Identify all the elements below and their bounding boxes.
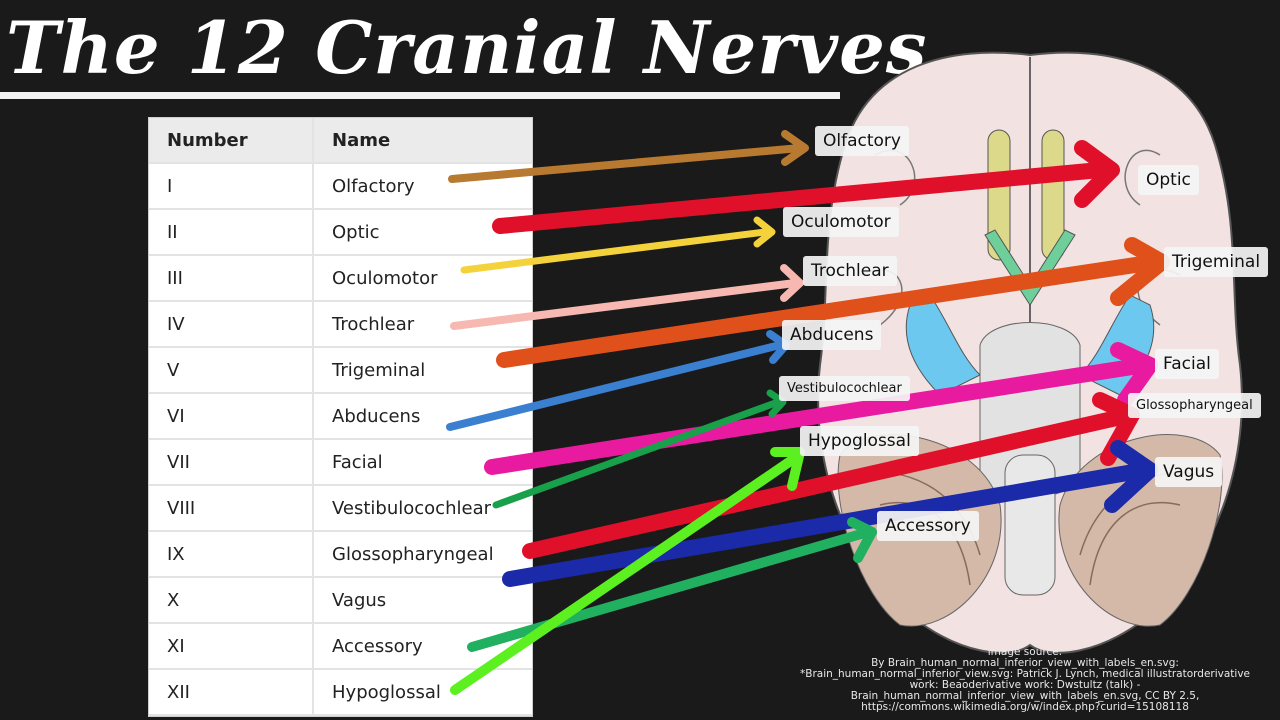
nerve-number: III — [149, 255, 314, 302]
arrow-vagus — [502, 462, 1153, 587]
arrow-olfactory — [448, 144, 804, 183]
nerve-number: II — [149, 209, 314, 256]
arrowhead-accessory — [847, 517, 877, 563]
nerve-number: VI — [149, 393, 314, 440]
nerve-name: Glossopharyngeal — [313, 531, 532, 578]
label-vestibulocochlear: Vestibulocochlear — [779, 376, 910, 401]
arrow-trigeminal — [496, 254, 1163, 368]
header-name: Name — [313, 118, 532, 164]
label-olfactory: Olfactory — [815, 126, 909, 156]
arrow-trochlear — [450, 279, 799, 330]
label-hypoglossal: Hypoglossal — [800, 426, 919, 456]
nerve-name: Hypoglossal — [313, 669, 532, 716]
label-accessory: Accessory — [877, 511, 979, 541]
header-number: Number — [149, 118, 314, 164]
nerve-name: Vagus — [313, 577, 532, 624]
arrowhead-trochlear — [780, 264, 804, 302]
nerve-name: Olfactory — [313, 163, 532, 210]
nerve-number: I — [149, 163, 314, 210]
source-line: https://commons.wikimedia.org/w/index.ph… — [861, 701, 1189, 713]
nerve-number: XII — [149, 669, 314, 716]
arrowhead-optic — [1074, 140, 1120, 208]
table-header-row: Number Name — [149, 118, 532, 164]
nerve-number: XI — [149, 623, 314, 670]
arrowhead-oculomotor — [753, 216, 776, 248]
image-source-credit: image source: By Brain_human_normal_infe… — [770, 647, 1280, 713]
arrowhead-olfactory — [781, 130, 809, 166]
label-trigeminal: Trigeminal — [1164, 247, 1269, 277]
source-line: *Brain_human_normal_inferior_view.svg: P… — [799, 668, 1250, 680]
source-line: work: Beaoderivative work: Dwstultz (tal… — [909, 679, 1141, 691]
arrowhead-facial — [1110, 342, 1158, 408]
source-line: image source: — [987, 646, 1063, 658]
arrow-vestibulocochlear — [492, 398, 782, 509]
label-glossopharyngeal: Glossopharyngeal — [1128, 393, 1261, 418]
page-title: The 12 Cranial Nerves — [6, 5, 928, 90]
label-facial: Facial — [1155, 349, 1219, 379]
nerve-number: IX — [149, 531, 314, 578]
label-vagus: Vagus — [1155, 457, 1223, 487]
label-oculomotor: Oculomotor — [783, 207, 899, 237]
source-line: Brain_human_normal_inferior_view_with_la… — [850, 690, 1200, 702]
arrowhead-vestibulocochlear — [766, 389, 787, 418]
nerve-number: X — [149, 577, 314, 624]
label-abducens: Abducens — [782, 320, 882, 350]
label-optic: Optic — [1138, 165, 1199, 195]
title-underline — [0, 92, 840, 99]
nerve-number: IV — [149, 301, 314, 348]
arrow-optic — [492, 162, 1108, 234]
label-trochlear: Trochlear — [803, 256, 897, 286]
arrow-facial — [484, 357, 1153, 475]
arrowhead-vagus — [1104, 440, 1158, 513]
nerve-name: Trigeminal — [313, 347, 532, 394]
nerve-name: Vestibulocochlear — [313, 485, 532, 532]
nerve-number: VIII — [149, 485, 314, 532]
arrow-glossopharyngeal — [522, 407, 1138, 559]
arrow-abducens — [446, 341, 784, 431]
nerve-number: VII — [149, 439, 314, 486]
arrowhead-trigeminal — [1110, 237, 1170, 306]
arrow-hypoglossal — [450, 453, 800, 695]
arrow-oculomotor — [460, 228, 769, 274]
nerve-number: V — [149, 347, 314, 394]
source-line: By Brain_human_normal_inferior_view_with… — [871, 657, 1179, 669]
nerve-name: Oculomotor — [313, 255, 532, 302]
